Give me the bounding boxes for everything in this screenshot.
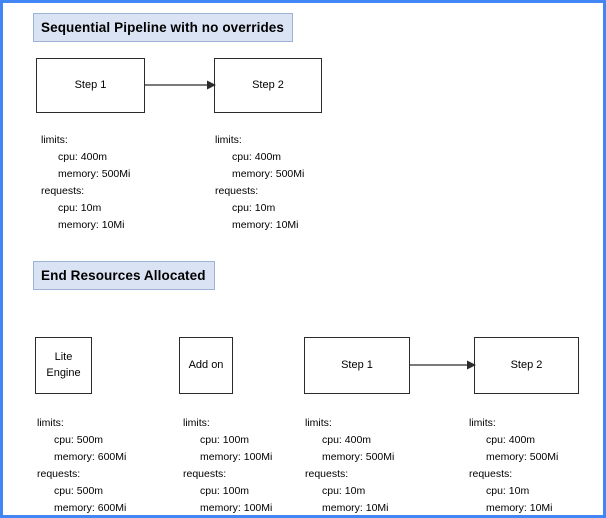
limits-memory: memory: 600Mi xyxy=(54,451,127,463)
requests-memory: memory: 10Mi xyxy=(486,502,553,514)
resource-spec-step-1-sequential: limits: cpu: 400m memory: 500Mi requests… xyxy=(41,132,130,234)
section-banner-end-resources-allocated: End Resources Allocated xyxy=(33,261,215,290)
limits-memory: memory: 500Mi xyxy=(486,451,559,463)
resource-spec-lite-engine: limits: cpu: 500m memory: 600Mi requests… xyxy=(37,415,127,515)
limits-memory: memory: 500Mi xyxy=(322,451,395,463)
section-banner-sequential-pipeline: Sequential Pipeline with no overrides xyxy=(33,13,293,42)
requests-cpu: cpu: 10m xyxy=(232,202,276,214)
requests-label: requests: xyxy=(469,468,513,480)
node-step-1-end-resources: Step 1 xyxy=(304,337,410,394)
limits-cpu: cpu: 100m xyxy=(200,434,250,446)
requests-cpu: cpu: 10m xyxy=(58,202,102,214)
requests-memory: memory: 10Mi xyxy=(232,219,299,231)
requests-label: requests: xyxy=(37,468,81,480)
node-add-on: Add on xyxy=(179,337,233,394)
resource-spec-step-2-sequential: limits: cpu: 400m memory: 500Mi requests… xyxy=(215,132,304,234)
limits-cpu: cpu: 500m xyxy=(54,434,104,446)
requests-cpu: cpu: 10m xyxy=(322,485,366,497)
limits-memory: memory: 100Mi xyxy=(200,451,273,463)
node-lite-engine: Lite Engine xyxy=(35,337,92,394)
requests-cpu: cpu: 500m xyxy=(54,485,104,497)
requests-memory: memory: 10Mi xyxy=(322,502,389,514)
limits-cpu: cpu: 400m xyxy=(486,434,536,446)
limits-label: limits: xyxy=(215,134,242,146)
requests-memory: memory: 10Mi xyxy=(58,219,125,231)
limits-label: limits: xyxy=(37,417,64,429)
limits-cpu: cpu: 400m xyxy=(58,151,108,163)
limits-label: limits: xyxy=(469,417,496,429)
node-step-1-sequential: Step 1 xyxy=(36,58,145,113)
requests-label: requests: xyxy=(215,185,259,197)
requests-memory: memory: 600Mi xyxy=(54,502,127,514)
requests-memory: memory: 100Mi xyxy=(200,502,273,514)
limits-memory: memory: 500Mi xyxy=(232,168,305,180)
resource-spec-add-on: limits: cpu: 100m memory: 100Mi requests… xyxy=(183,415,273,515)
requests-label: requests: xyxy=(305,468,349,480)
resource-spec-step-1-end-resources: limits: cpu: 400m memory: 500Mi requests… xyxy=(305,415,395,515)
requests-cpu: cpu: 10m xyxy=(486,485,530,497)
limits-cpu: cpu: 400m xyxy=(232,151,282,163)
arrow-step1-to-step2-sequential xyxy=(144,80,216,90)
limits-label: limits: xyxy=(41,134,68,146)
resource-spec-step-2-end-resources: limits: cpu: 400m memory: 500Mi requests… xyxy=(469,415,559,515)
arrow-step1-to-step2-end-resources xyxy=(409,360,476,370)
requests-cpu: cpu: 100m xyxy=(200,485,250,497)
requests-label: requests: xyxy=(41,185,85,197)
node-step-2-sequential: Step 2 xyxy=(214,58,322,113)
limits-label: limits: xyxy=(183,417,210,429)
diagram-canvas: Sequential Pipeline with no overrides St… xyxy=(3,3,603,515)
requests-label: requests: xyxy=(183,468,227,480)
limits-label: limits: xyxy=(305,417,332,429)
node-step-2-end-resources: Step 2 xyxy=(474,337,579,394)
limits-cpu: cpu: 400m xyxy=(322,434,372,446)
limits-memory: memory: 500Mi xyxy=(58,168,131,180)
